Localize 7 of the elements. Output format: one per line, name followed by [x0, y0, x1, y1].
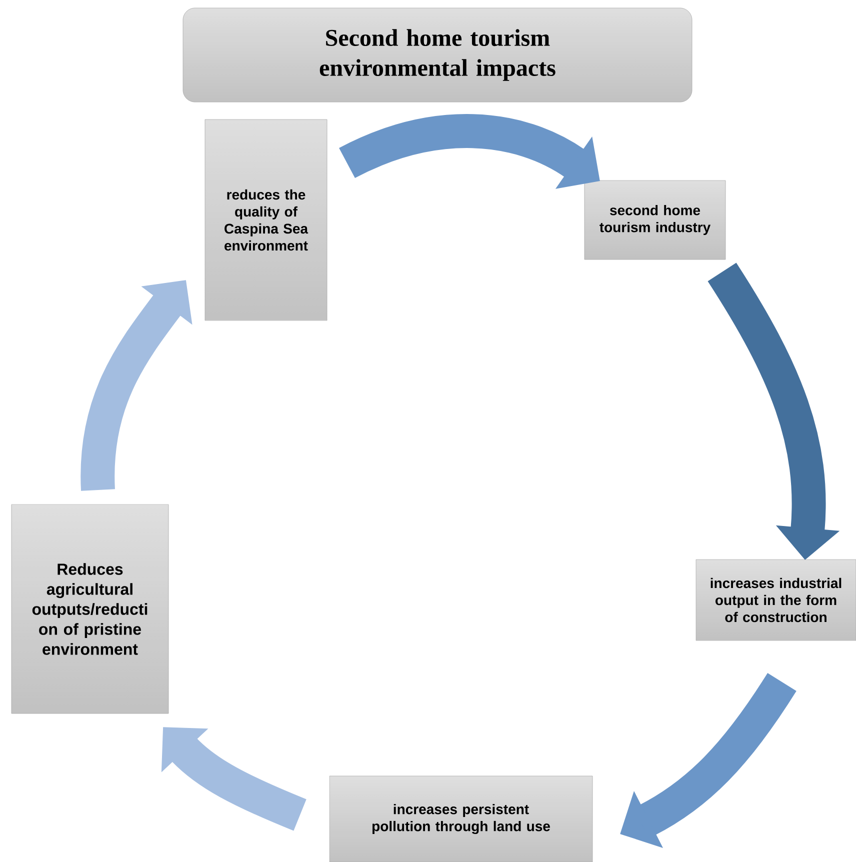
- title-box: Second home tourism environmental impacts: [182, 8, 692, 102]
- process-box: reduces the quality of Caspina Sea environment: [204, 119, 328, 321]
- process-box: Reduces agricultural outputs/reducti on of pristine environment: [11, 504, 169, 714]
- process-box: second home tourism industry: [584, 180, 726, 260]
- process-box: increases persistent pollution through land use: [329, 776, 593, 862]
- block-arrow: [161, 727, 306, 831]
- process-box: increases industrial output in the form of construction: [696, 559, 856, 641]
